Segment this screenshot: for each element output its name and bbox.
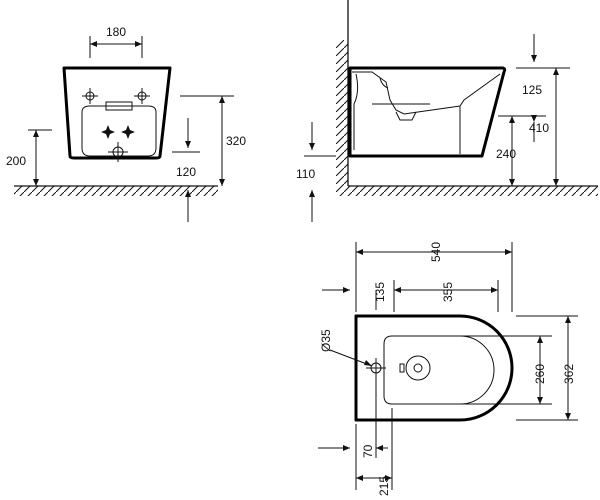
front-view: 180 200 120 320 (6, 25, 246, 222)
dim-side-rim-depth: 125 (522, 83, 542, 97)
side-outlet-pipe (395, 111, 417, 121)
dim-side-floor-outlet: 110 (296, 167, 315, 181)
dim-front-left-height: 200 (6, 154, 26, 168)
front-marker-right (121, 125, 135, 139)
front-inner-basin (81, 105, 157, 157)
front-outlet (108, 142, 128, 162)
dim-front-inlet: 120 (176, 165, 196, 179)
front-fixing-hole-left (82, 88, 98, 104)
dim-front-overall-height: 320 (226, 134, 246, 148)
dim-side-outlet-height: 240 (496, 147, 516, 161)
dim-side-overall-height: 410 (529, 121, 549, 135)
dim-top-bowl-length: 355 (441, 282, 455, 302)
top-drain-inner (413, 363, 423, 373)
dim-top-bowl-width: 260 (533, 364, 547, 384)
front-marker-left (101, 125, 115, 139)
front-floor-hatch (14, 186, 218, 196)
side-inner-wall (353, 73, 359, 150)
side-floor-hatch (348, 186, 598, 196)
dim-top-tap-diameter: Ø35 (319, 329, 333, 352)
side-wall-hatch (336, 40, 348, 196)
dim-top-overall-length: 540 (429, 242, 443, 262)
front-fixing-hole-right (134, 88, 150, 104)
side-bidet-outline (348, 66, 507, 158)
front-rim-slot (105, 101, 133, 111)
top-tap-hole (366, 358, 386, 378)
dim-top-offset-small: 70 (361, 444, 375, 458)
top-view: 540 135 355 Ø35 260 362 (318, 242, 578, 496)
side-view: 110 125 240 410 (296, 0, 598, 222)
dim-front-width: 180 (106, 25, 126, 39)
dim-top-overall-width: 362 (562, 364, 576, 384)
side-inner-profile (352, 71, 501, 115)
dim-top-offset-large: 215 (377, 476, 391, 496)
dim-top-tap-offset: 135 (373, 282, 387, 302)
front-bidet-outline (62, 66, 172, 160)
top-drain-outer (405, 355, 431, 381)
top-bidet-outline (354, 314, 514, 422)
